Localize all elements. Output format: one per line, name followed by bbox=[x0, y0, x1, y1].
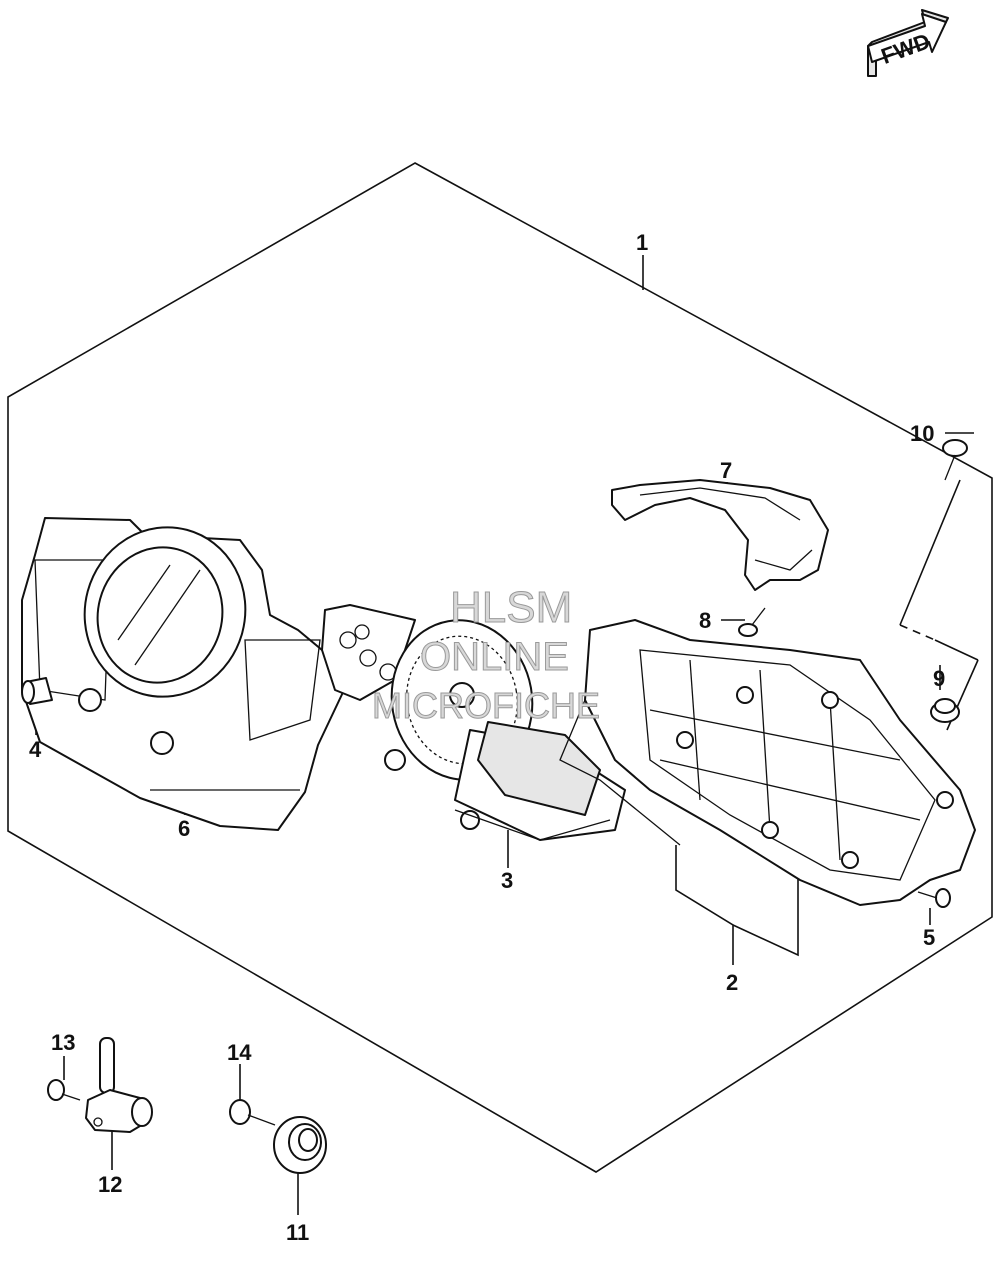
watermark-line1: HLSM bbox=[450, 583, 572, 632]
grommet bbox=[930, 698, 960, 723]
screw-side bbox=[917, 888, 951, 908]
sensor-rotor bbox=[273, 1116, 327, 1174]
label-part-11: 11 bbox=[286, 1220, 309, 1245]
watermark-line3: MICROFICHE bbox=[372, 685, 600, 726]
rubber-cap bbox=[21, 677, 53, 705]
label-part-8: 8 bbox=[699, 608, 711, 633]
meter-unit bbox=[321, 604, 626, 841]
watermark-line2: ONLINE bbox=[420, 635, 569, 679]
fwd-text: FWD bbox=[878, 28, 934, 69]
meter-visor bbox=[611, 479, 829, 591]
label-part-13: 13 bbox=[51, 1030, 75, 1055]
label-part-1: 1 bbox=[636, 230, 648, 255]
meter-front-cover bbox=[21, 517, 346, 831]
meter-case bbox=[559, 619, 976, 906]
speed-sensor bbox=[85, 1037, 153, 1133]
label-part-9: 9 bbox=[933, 666, 945, 691]
sensor-bolt bbox=[47, 1079, 81, 1101]
label-part-4: 4 bbox=[29, 737, 42, 762]
label-part-6: 6 bbox=[178, 816, 190, 841]
screw-small bbox=[738, 607, 766, 637]
label-part-5: 5 bbox=[923, 925, 935, 950]
label-part-2: 2 bbox=[726, 970, 738, 995]
label-part-12: 12 bbox=[98, 1172, 122, 1197]
assembly-outline bbox=[7, 162, 993, 1173]
fwd-arrow-icon: FWD bbox=[867, 9, 949, 77]
label-part-14: 14 bbox=[227, 1040, 252, 1065]
label-part-7: 7 bbox=[720, 458, 732, 483]
part-labels: 1 2 3 4 5 6 7 8 9 10 11 12 13 14 bbox=[29, 230, 945, 1245]
rotor-bolt bbox=[229, 1099, 276, 1126]
label-part-10: 10 bbox=[910, 421, 934, 446]
watermark: HLSM ONLINE MICROFICHE bbox=[372, 583, 601, 727]
label-part-3: 3 bbox=[501, 868, 513, 893]
bolt-top bbox=[942, 439, 968, 481]
